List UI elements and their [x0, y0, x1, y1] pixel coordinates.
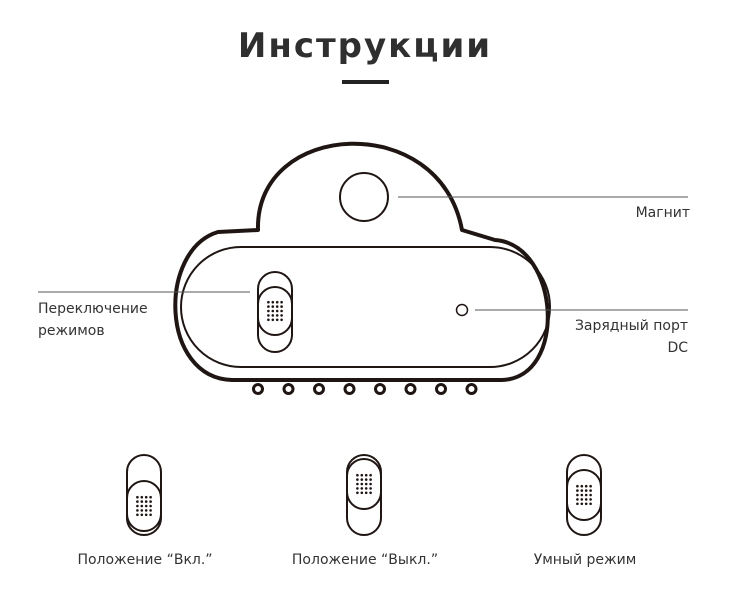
led-bump [435, 383, 447, 395]
led-bump [465, 383, 478, 395]
front-panel [180, 246, 551, 368]
position-switch-top [346, 454, 382, 536]
charging-port-label-line2: DC [667, 340, 688, 356]
led-bump [282, 383, 295, 395]
led-bump [252, 383, 264, 395]
mode-switch-label: Переключение режимов [38, 301, 148, 339]
position-on-caption: Положение “Вкл.” [77, 552, 213, 568]
position-switch-middle [566, 454, 602, 536]
charging-port-label-line1: Зарядный порт [574, 318, 688, 334]
cloud-body-outline [173, 141, 550, 382]
smart-mode-caption: Умный режим [533, 552, 637, 568]
charging-port [455, 303, 469, 317]
magnet-circle [339, 172, 389, 222]
position-switch-bottom [126, 454, 162, 536]
led-bump [313, 383, 325, 395]
grip-dots [356, 473, 372, 495]
charging-port-label: Зарядный порт DC [540, 315, 688, 359]
led-bump [374, 383, 386, 395]
magnet-label: Магнит [635, 205, 690, 221]
title-underline [342, 80, 389, 84]
led-row [252, 383, 478, 395]
grip-dots [267, 300, 283, 322]
led-bump [404, 383, 417, 395]
led-bump [343, 383, 356, 395]
grip-dots [576, 484, 592, 506]
grip-dots [136, 495, 152, 517]
page-title: Инструкции [237, 26, 493, 66]
position-off-caption: Положение “Выкл.” [291, 552, 439, 568]
mode-switch [257, 271, 293, 353]
